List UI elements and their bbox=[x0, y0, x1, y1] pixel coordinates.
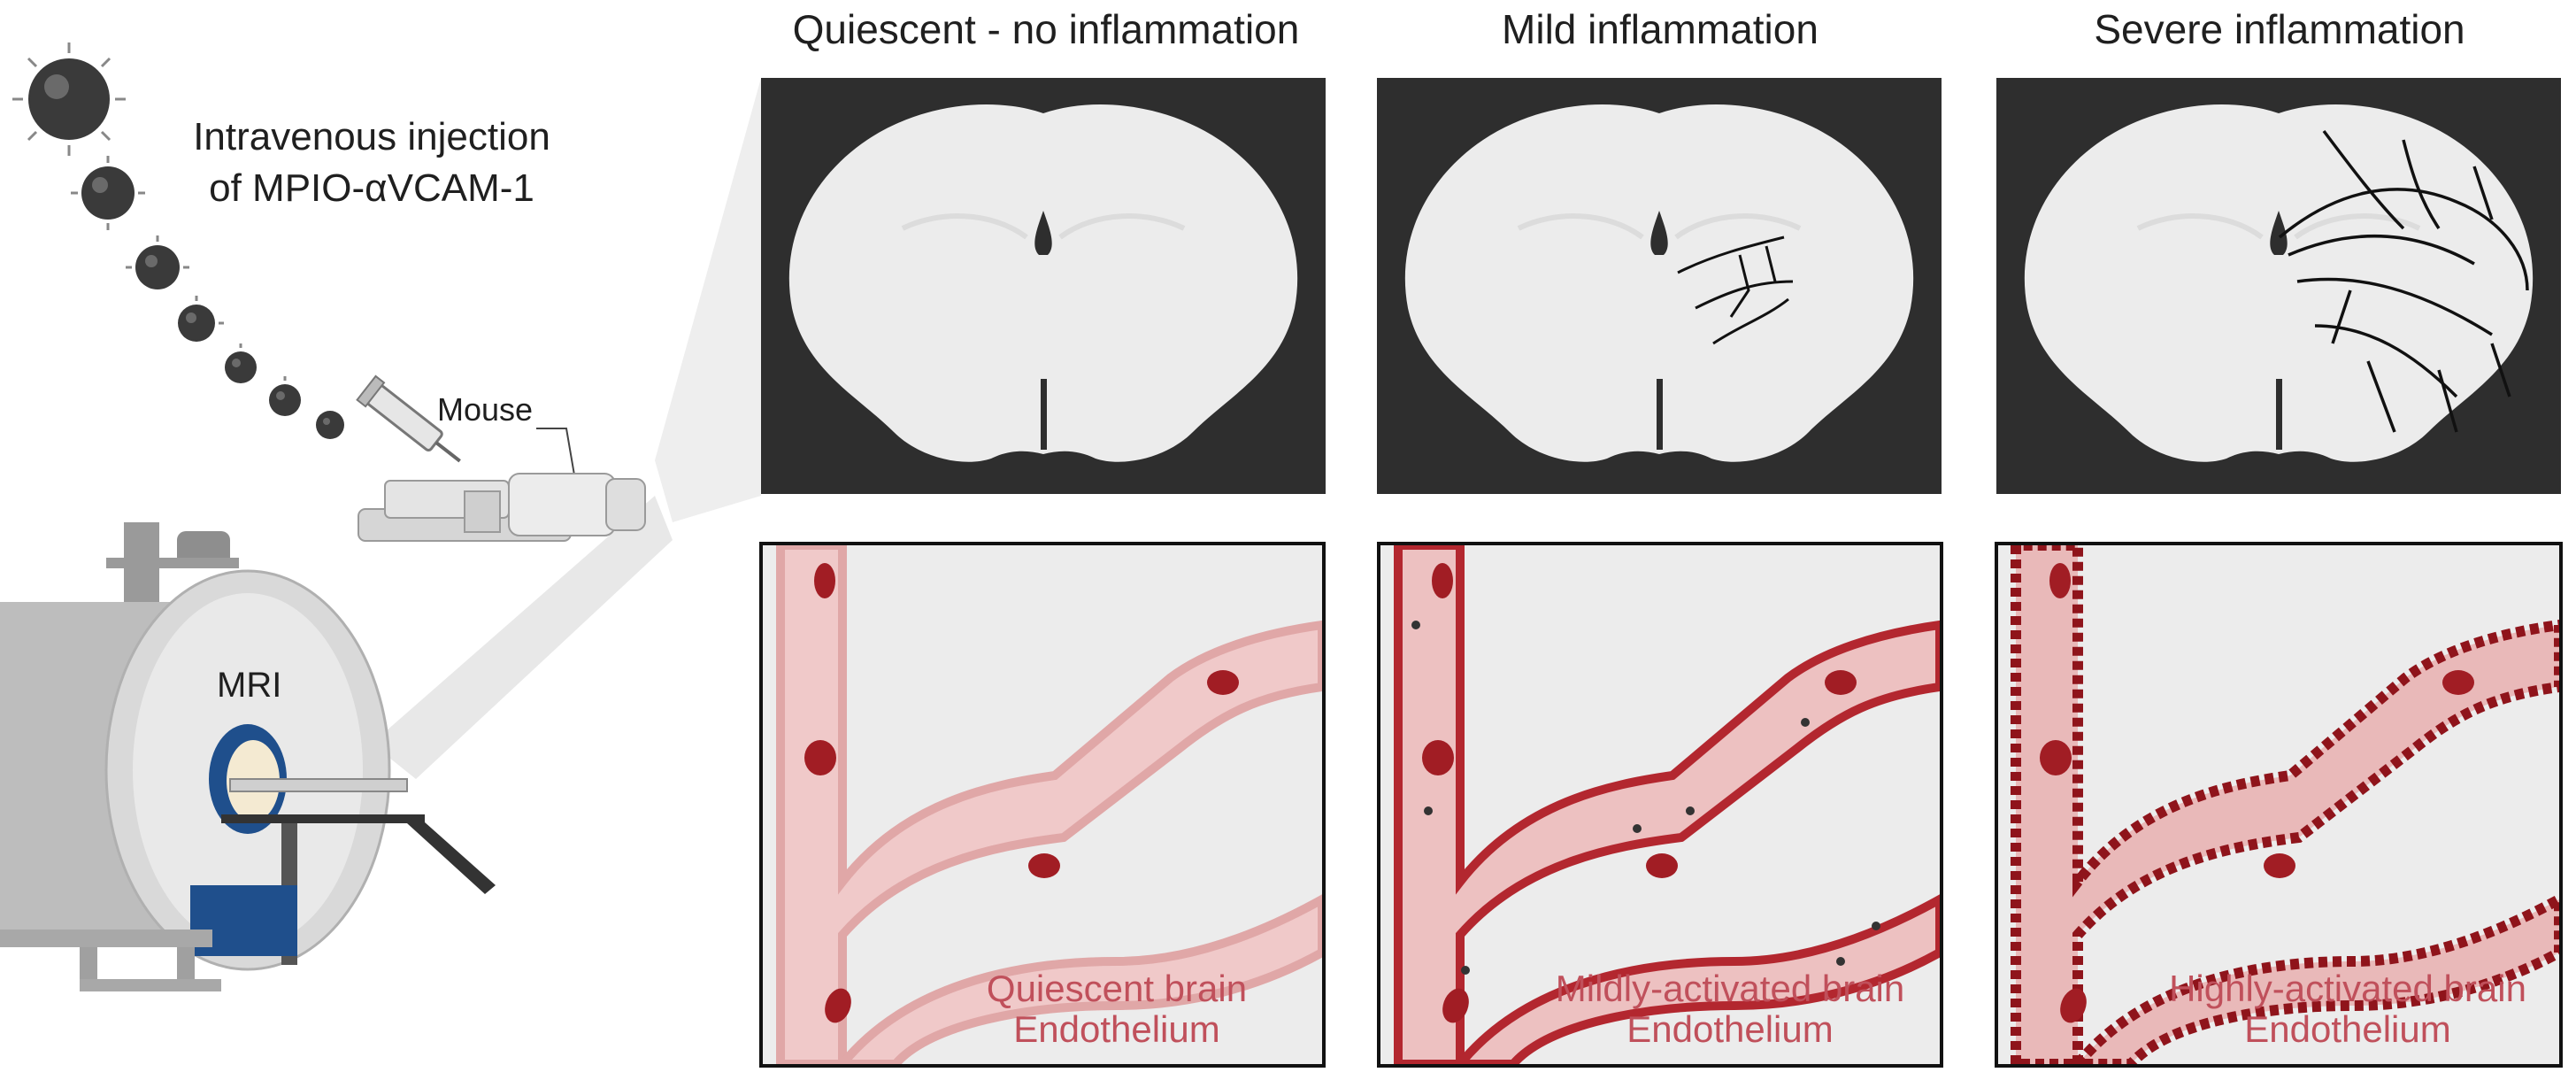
red-blood-cells bbox=[1422, 563, 1857, 1023]
column-title-severe: Severe inflammation bbox=[2094, 6, 2465, 52]
syringe-icon bbox=[356, 374, 461, 463]
column-title-mild: Mild inflammation bbox=[1502, 6, 1819, 52]
mpio-particles-bound bbox=[1411, 621, 1880, 975]
red-blood-cells bbox=[2040, 563, 2474, 1023]
vessel-panel-severe: Highly-activated brain Endothelium bbox=[1995, 542, 2563, 1068]
brain-section-graphic bbox=[2024, 104, 2534, 462]
vessel-panel-quiescent: Quiescent brain Endothelium bbox=[759, 542, 1326, 1068]
vessel-label-line2: Endothelium bbox=[1626, 1008, 1834, 1050]
mpio-particle-7 bbox=[316, 411, 344, 439]
vessel-graphic bbox=[1394, 545, 1940, 1064]
vessel-label-quiescent: Quiescent brain Endothelium bbox=[922, 968, 1311, 1050]
injection-title: Intravenous injection of MPIO-αVCAM-1 bbox=[159, 112, 584, 214]
vessel-label-line1: Quiescent brain bbox=[986, 968, 1248, 1009]
vessel-panel-mild: Mildly-activated brain Endothelium bbox=[1377, 542, 1943, 1068]
vessel-tracks bbox=[2278, 129, 2529, 433]
injection-title-line2: of MPIO-αVCAM-1 bbox=[209, 166, 534, 210]
mouse-label: Mouse bbox=[437, 391, 534, 428]
mpio-particles bbox=[12, 42, 344, 439]
mpio-particle-2 bbox=[71, 156, 145, 230]
vessel-label-line1: Highly-activated brain bbox=[2169, 968, 2526, 1009]
vessel-label-severe: Highly-activated brain Endothelium bbox=[2140, 968, 2556, 1050]
mpio-particle-6 bbox=[269, 376, 301, 416]
mpio-particle-1 bbox=[12, 42, 126, 156]
column-title-quiescent: Quiescent - no inflammation bbox=[792, 6, 1300, 52]
vessel-tracks bbox=[1677, 235, 1794, 345]
mouse-holder-graphic bbox=[358, 473, 646, 542]
brain-panel-severe bbox=[1996, 78, 2561, 494]
vessel-label-mild: Mildly-activated brain Endothelium bbox=[1522, 968, 1938, 1050]
vessel-graphic bbox=[2011, 545, 2559, 1064]
mri-scanner-graphic bbox=[0, 522, 496, 991]
mpio-particle-5 bbox=[225, 343, 257, 383]
brain-panel-quiescent bbox=[761, 78, 1326, 494]
injection-title-line1: Intravenous injection bbox=[193, 115, 550, 158]
mpio-particle-3 bbox=[126, 235, 189, 289]
red-blood-cells bbox=[804, 563, 1239, 1023]
mouse-label-leader bbox=[536, 428, 578, 491]
vessel-label-line1: Mildly-activated brain bbox=[1555, 968, 1905, 1009]
mri-label: MRI bbox=[217, 666, 282, 705]
mpio-particle-4 bbox=[178, 296, 224, 342]
brain-section-graphic bbox=[1404, 104, 1914, 462]
brain-section-graphic bbox=[788, 104, 1298, 462]
vessel-label-line2: Endothelium bbox=[1013, 1008, 1220, 1050]
vessel-graphic bbox=[776, 545, 1322, 1064]
brain-panel-mild bbox=[1377, 78, 1942, 494]
vessel-label-line2: Endothelium bbox=[2244, 1008, 2451, 1050]
